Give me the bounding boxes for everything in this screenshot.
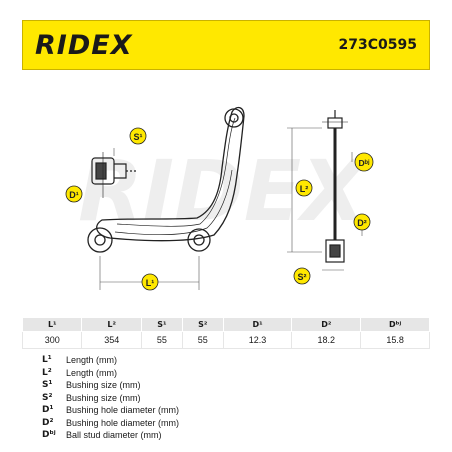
- brand-header: RIDEX 273C0595: [22, 20, 430, 70]
- specs-header-l2: L²: [81, 317, 142, 332]
- specs-header-dbj: Dᵇʲ: [360, 317, 430, 332]
- legend-symbol: S²: [42, 392, 53, 403]
- legend-symbol: L¹: [42, 355, 52, 366]
- specs-value-d2: 18.2: [291, 331, 362, 349]
- specs-header-s2: S²: [181, 317, 224, 332]
- diagram-label-l1: L¹: [141, 273, 159, 291]
- diagram-label-dbj: Dᵇʲ: [354, 152, 374, 172]
- specs-value-d1: 12.3: [222, 331, 293, 349]
- legend: L¹ Length (mm) L² Length (mm) S¹ Bushing…: [42, 354, 422, 442]
- legend-description: Length (mm): [66, 355, 118, 366]
- specs-value-row: 300 354 55 55 12.3 18.2 15.8: [21, 331, 430, 349]
- svg-text:L²: L²: [300, 184, 309, 194]
- legend-description: Bushing size (mm): [66, 380, 141, 391]
- specs-value-dbj: 15.8: [360, 331, 430, 349]
- legend-symbol: D¹: [42, 405, 54, 416]
- legend-item: L² Length (mm): [42, 367, 422, 380]
- side-view: [322, 110, 348, 263]
- specs-header-d2: D²: [291, 317, 362, 332]
- legend-item: D¹ Bushing hole diameter (mm): [42, 404, 422, 417]
- specs-header-l1: L¹: [21, 317, 83, 332]
- specs-header-s1: S¹: [140, 317, 183, 332]
- diagram-label-s1: S¹: [129, 127, 147, 145]
- bushing-detail: [91, 152, 138, 198]
- svg-text:Dᵇʲ: Dᵇʲ: [358, 158, 369, 168]
- control-arm-drawing: RIDEX: [65, 106, 374, 291]
- legend-item: S² Bushing size (mm): [42, 392, 422, 405]
- legend-symbol: L²: [42, 367, 52, 378]
- specs-value-s1: 55: [140, 331, 183, 349]
- diagram-label-d2: D²: [353, 213, 371, 231]
- legend-description: Bushing hole diameter (mm): [66, 405, 180, 416]
- specs-value-l1: 300: [21, 331, 83, 349]
- legend-item: Dᵇʲ Ball stud diameter (mm): [42, 429, 422, 442]
- product-card: RIDEX 273C0595 RIDEX: [21, 20, 430, 440]
- control-arm: [87, 106, 245, 253]
- legend-symbol: Dᵇʲ: [42, 430, 56, 441]
- legend-item: L¹ Length (mm): [42, 354, 422, 367]
- diagram-label-l2: L²: [295, 179, 313, 197]
- svg-text:L¹: L¹: [146, 278, 155, 288]
- legend-symbol: S¹: [42, 380, 53, 391]
- legend-description: Bushing size (mm): [66, 392, 141, 403]
- specs-value-l2: 354: [81, 331, 142, 349]
- specs-value-s2: 55: [181, 331, 224, 349]
- legend-item: S¹ Bushing size (mm): [42, 379, 422, 392]
- legend-description: Bushing hole diameter (mm): [66, 417, 180, 428]
- legend-item: D² Bushing hole diameter (mm): [42, 417, 422, 430]
- specs-table: L¹ L² S¹ S² D¹ D² Dᵇʲ 300 354 55 55 12.3…: [21, 317, 430, 349]
- legend-symbol: D²: [42, 417, 54, 428]
- svg-text:D¹: D¹: [69, 190, 79, 200]
- dimension-lines: [99, 127, 363, 290]
- specs-header-d1: D¹: [222, 317, 293, 332]
- legend-description: Ball stud diameter (mm): [66, 430, 162, 441]
- svg-text:S²: S²: [298, 272, 307, 282]
- legend-description: Length (mm): [66, 367, 118, 378]
- part-number: 273C0595: [338, 37, 417, 53]
- svg-text:D²: D²: [357, 218, 367, 228]
- diagram-label-s2: S²: [293, 267, 311, 285]
- watermark: RIDEX: [78, 142, 370, 240]
- svg-text:S¹: S¹: [134, 132, 143, 142]
- ridex-logo: RIDEX: [35, 30, 133, 61]
- specs-header-row: L¹ L² S¹ S² D¹ D² Dᵇʲ: [21, 317, 430, 332]
- diagram-label-d1: D¹: [65, 185, 83, 203]
